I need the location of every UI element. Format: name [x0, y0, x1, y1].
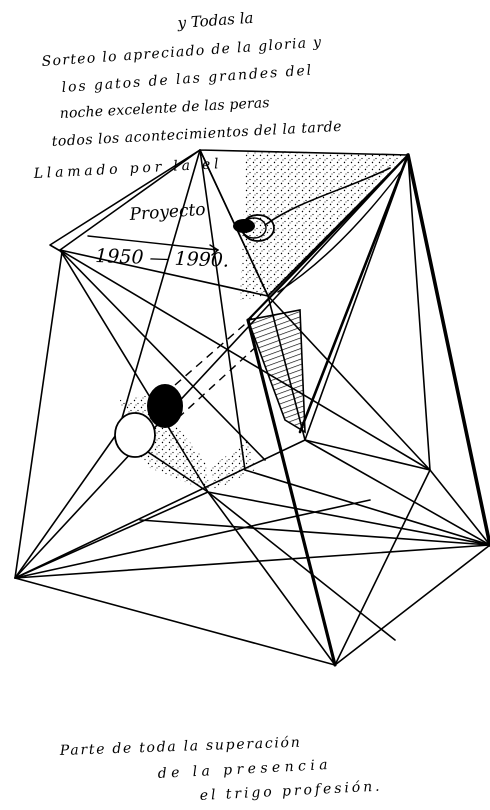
bottom-note-3: el trigo profesión.: [199, 779, 380, 804]
handwritten-notes-bottom: Parte de toda la superación de la presen…: [59, 735, 380, 804]
note-line-3: los gatos de las grandes del: [61, 63, 312, 96]
note-line-1: y Todas la: [176, 9, 254, 32]
bottom-note-2: de la presencia: [157, 757, 328, 782]
hatched-wedge: [248, 310, 305, 432]
note-left: Llamado por la el: [32, 156, 219, 182]
note-line-5: todos los acontecimientos del la tarde: [51, 119, 341, 150]
bottom-note-1: Parte de toda la superación: [59, 735, 300, 759]
proyecto-label: Proyecto: [128, 200, 206, 225]
note-line-4: noche excelente de las peras: [59, 95, 270, 122]
